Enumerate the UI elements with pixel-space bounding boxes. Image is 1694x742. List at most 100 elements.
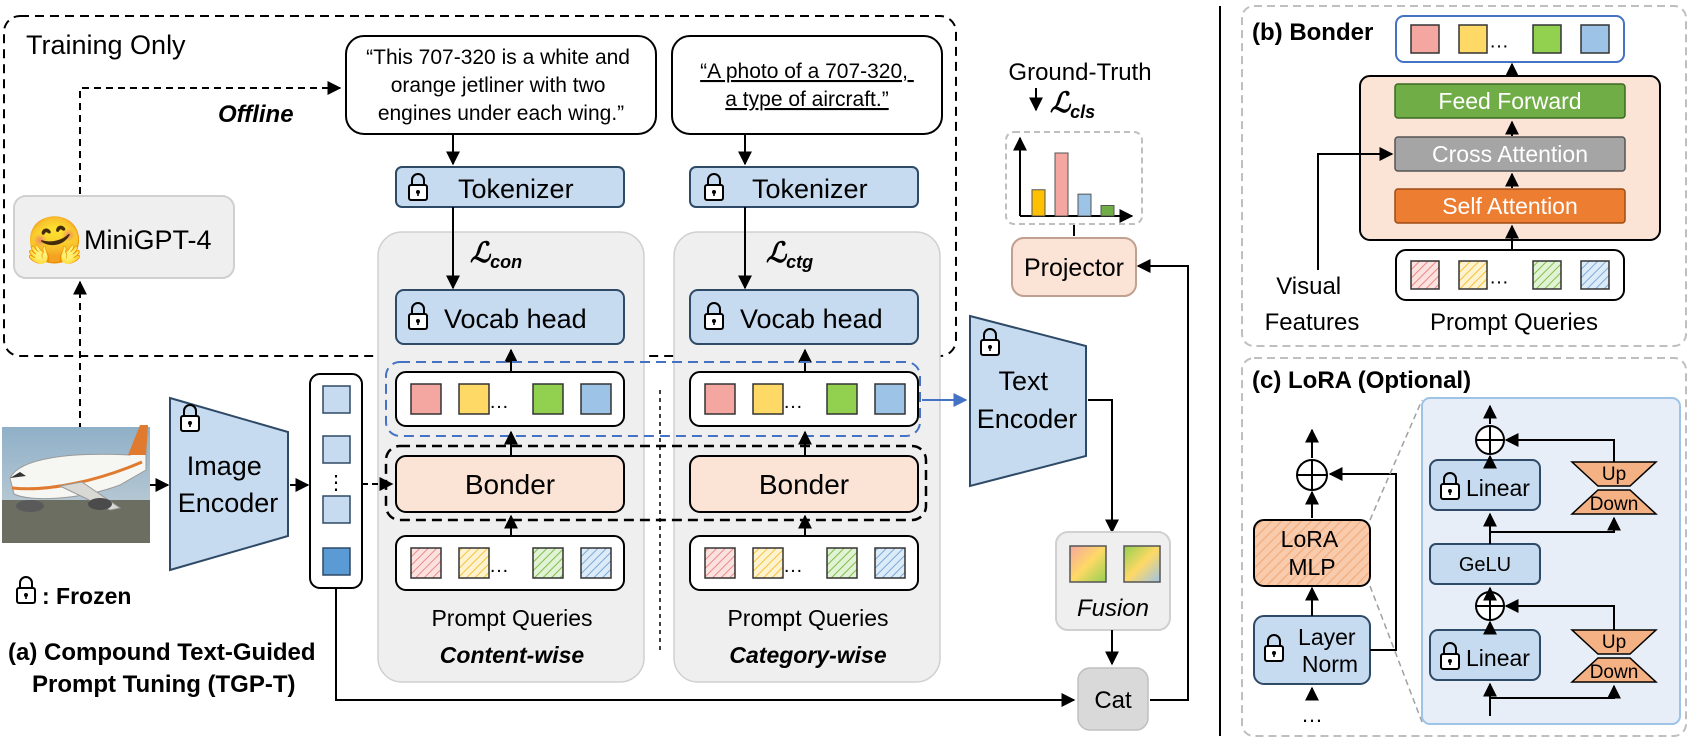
bonder-content: [395, 455, 625, 513]
feature-vdots: ⋮: [326, 472, 346, 494]
feature-token-cls: [322, 547, 351, 576]
caption-category-line2: a type of aircraft.”: [725, 88, 888, 111]
arrow-cls-to-cat: [335, 588, 1076, 707]
lora-adapter-upper-up: [1570, 461, 1658, 487]
svg-text:Visual Features: Visual Features: [1265, 273, 1360, 336]
content-wise-label: Content-wise: [440, 642, 585, 668]
arrow-up-upper-to-sum: [1504, 433, 1615, 462]
b-out-token-4: [1580, 24, 1610, 54]
arrow-cat-to-projector: [1136, 259, 1189, 701]
logits-frame: [1005, 131, 1143, 225]
out-tok-k-token-2: [752, 383, 784, 415]
tokenizer-category: [689, 166, 919, 208]
arrow-minigpt-to-caption: [79, 81, 342, 194]
cross-attention-block: [1394, 136, 1626, 172]
logit-bar-3: [1077, 193, 1092, 217]
text-encoder-line2: Encoder: [977, 404, 1078, 434]
output-token-row-category: …: [704, 383, 906, 415]
pq-c-ellipsis: …: [489, 555, 509, 577]
out-tok-k-token-3: [826, 383, 858, 415]
out-tok-k-ellipsis: …: [783, 391, 803, 413]
fusion-token-2: [1123, 545, 1161, 583]
panel-c-frame: [1241, 357, 1687, 737]
logit-bar-4: [1100, 205, 1115, 217]
zoom-line-bottom: [1369, 585, 1423, 723]
pq-k-token-1: [704, 547, 736, 579]
output-tokens-content: [395, 371, 625, 427]
projector-label: Projector: [1024, 254, 1124, 282]
layer-norm-line2: Norm: [1302, 651, 1358, 677]
prompt-queries-category-row: [689, 535, 919, 591]
loss-ctg: ℒctg: [766, 237, 813, 272]
vocab-head-content: [395, 289, 625, 345]
airplane-image: [2, 425, 150, 543]
output-tokens-category: [689, 371, 919, 427]
panel-a-title-line1: (a) Compound Text-Guided: [8, 639, 316, 666]
out-tok-k-token-1: [704, 383, 736, 415]
panel-b-frame: [1241, 5, 1687, 347]
feature-token-1: [322, 385, 351, 414]
prompt-query-tokens-category: …: [704, 547, 906, 579]
minigpt-label: MiniGPT-4: [84, 225, 212, 255]
linear-upper-label: Linear: [1466, 475, 1530, 501]
arrow-c-skip: [1328, 467, 1397, 651]
bonder-category-label: Bonder: [759, 469, 849, 500]
pq-k-ellipsis: …: [783, 555, 803, 577]
loss-con: ℒcon: [470, 237, 522, 272]
b-out-token-3: [1532, 24, 1562, 54]
arrow-up-lower-to-sum: [1504, 599, 1615, 630]
bonder-category: [689, 455, 919, 513]
out-tok-c-token-1: [410, 383, 442, 415]
cross-attention-label: Cross Attention: [1432, 141, 1588, 167]
svg-text:Image Encoder: Image Encoder: [178, 451, 279, 518]
image-encoder-line1: Image: [187, 451, 262, 481]
feature-token-3: [322, 495, 351, 524]
b-pq-token-3: [1532, 260, 1562, 290]
out-tok-k-token-4: [874, 383, 906, 415]
out-tok-c-token-3: [532, 383, 564, 415]
caption-category-line1: “A photo of a 707-320,: [700, 60, 908, 83]
training-only-label: Training Only: [26, 30, 186, 60]
pq-c-token-4: [580, 547, 612, 579]
caption-content-box: [345, 35, 657, 135]
hugging-face-icon: 🤗: [26, 214, 83, 266]
b-out-token-1: [1410, 24, 1440, 54]
up-lower-label: Up: [1602, 632, 1626, 653]
svg-text:Text Encoder: Text Encoder: [977, 366, 1078, 434]
pq-k-token-2: [752, 547, 784, 579]
caption-category-box: [671, 35, 943, 135]
category-wise-label: Category-wise: [729, 642, 886, 668]
feed-forward-label: Feed Forward: [1438, 88, 1581, 114]
visual-features-line1: Visual: [1276, 273, 1341, 300]
logit-bars: [1031, 152, 1115, 217]
linear-lower-label: Linear: [1466, 645, 1530, 671]
fusion-label: Fusion: [1077, 595, 1149, 622]
tokenizer-content-label: Tokenizer: [458, 174, 574, 204]
lora-mlp-line1: LoRA: [1281, 526, 1339, 552]
down-upper-label: Down: [1590, 494, 1639, 515]
self-attention-block: [1394, 188, 1626, 224]
zoom-line-top: [1369, 399, 1423, 521]
b-pq-token-1: [1410, 260, 1440, 290]
pq-k-token-4: [874, 547, 906, 579]
cat-box: [1077, 667, 1149, 731]
feature-token-2: [322, 435, 351, 464]
caption-content-line2: orange jetliner with two: [391, 74, 606, 97]
loss-cls: ℒcls: [1050, 87, 1095, 122]
caption-content-line3: engines under each wing.”: [378, 102, 624, 125]
text-encoder: [969, 314, 1087, 488]
svg-text:LoRA MLP: LoRA MLP: [1281, 526, 1344, 580]
tokenizer-category-label: Tokenizer: [752, 174, 868, 204]
panel-a-title-line2: Prompt Tuning (TGP-T): [32, 671, 296, 698]
lora-adapter-upper-down: [1570, 489, 1658, 515]
bonder-query-row: [1395, 249, 1625, 301]
arrow-detail-in-to-down-lower: [1490, 684, 1621, 699]
feed-forward-block: [1394, 83, 1626, 119]
bonder-output-row: [1395, 15, 1625, 63]
svg-text:Layer Norm: Layer Norm: [1298, 624, 1362, 677]
tokenizer-content: [395, 166, 625, 208]
caption-content-line1: “This 707-320 is a white and: [366, 46, 630, 69]
image-encoder: [169, 396, 289, 572]
